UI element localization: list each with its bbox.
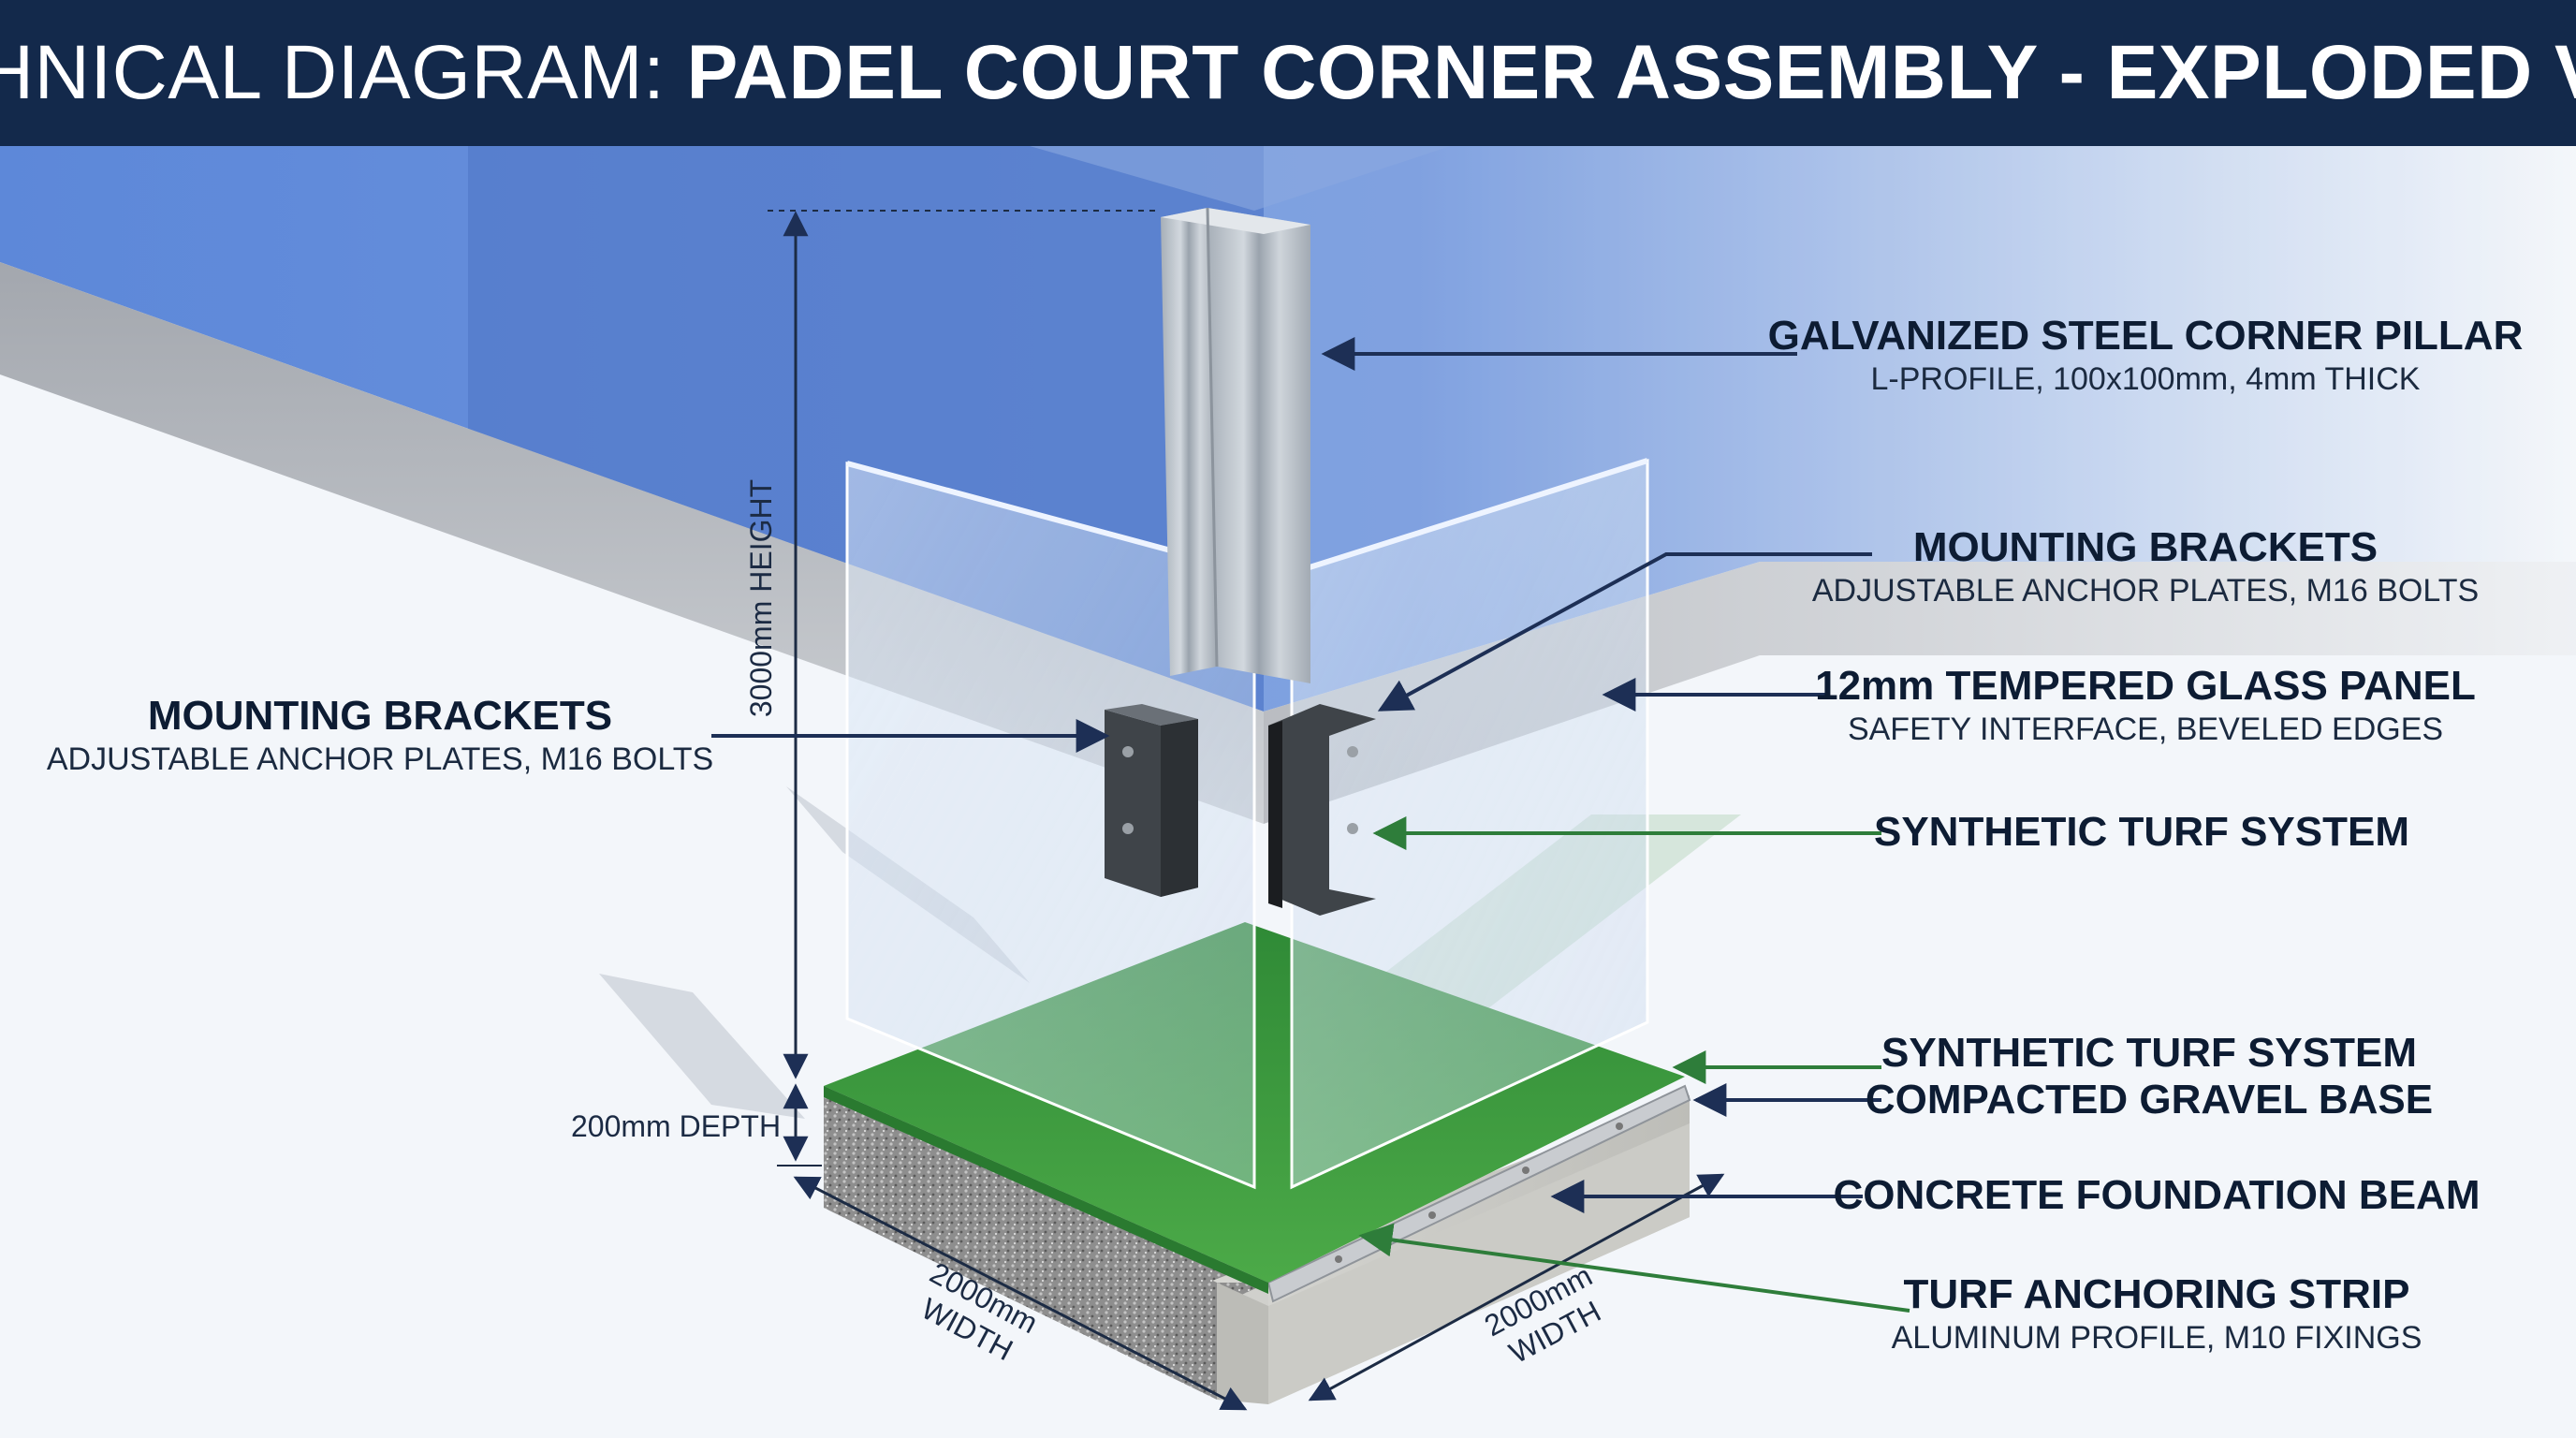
dim-height-label: 3000mm HEIGHT [744, 478, 778, 718]
callout-detail: ALUMINUM PROFILE, M10 FIXINGS [1891, 1320, 2422, 1356]
page-title: TECHNICAL DIAGRAM: PADEL COURT CORNER AS… [0, 29, 2576, 117]
dim-depth-label: 200mm DEPTH [571, 1109, 782, 1143]
callout-mounting-brackets-right: MOUNTING BRACKETS ADJUSTABLE ANCHOR PLAT… [1812, 524, 2479, 610]
callout-heading: COMPACTED GRAVEL BASE [1865, 1077, 2434, 1123]
callout-mounting-brackets-left: MOUNTING BRACKETS ADJUSTABLE ANCHOR PLAT… [47, 693, 713, 779]
callout-detail: ADJUSTABLE ANCHOR PLATES, M16 BOLTS [46, 741, 714, 777]
callout-heading: TURF ANCHORING STRIP [1903, 1271, 2410, 1317]
leader-lines [711, 337, 1910, 1313]
callout-heading: MOUNTING BRACKETS [1912, 524, 2378, 570]
callout-heading: SYNTHETIC TURF SYSTEM [1873, 809, 2410, 855]
callout-turf-system-upper: SYNTHETIC TURF SYSTEM [1874, 809, 2409, 856]
steel-corner-pillar [1161, 207, 1310, 683]
callout-anchoring-strip: TURF ANCHORING STRIP ALUMINUM PROFILE, M… [1892, 1271, 2422, 1357]
callout-detail: SAFETY INTERFACE, BEVELED EDGES [1847, 712, 2444, 747]
callout-heading: GALVANIZED STEEL CORNER PILLAR [1767, 313, 2524, 359]
callout-gravel-base: COMPACTED GRAVEL BASE [1866, 1077, 2433, 1123]
callout-detail: ADJUSTABLE ANCHOR PLATES, M16 BOLTS [1811, 573, 2480, 609]
callout-heading: SYNTHETIC TURF SYSTEM [1881, 1030, 2418, 1076]
callout-detail: L-PROFILE, 100x100mm, 4mm THICK [1870, 361, 2421, 397]
callout-turf-system: SYNTHETIC TURF SYSTEM [1881, 1030, 2417, 1077]
title-main: PADEL COURT CORNER ASSEMBLY - EXPLODED V… [686, 30, 2576, 115]
title-prefix: TECHNICAL DIAGRAM: [0, 30, 666, 115]
tempered-glass-panels [845, 458, 1649, 1190]
callout-heading: CONCRETE FOUNDATION BEAM [1833, 1172, 2481, 1218]
callout-heading: 12mm TEMPERED GLASS PANEL [1815, 663, 2476, 709]
dimension-lines [768, 210, 1725, 1411]
callout-heading: MOUNTING BRACKETS [147, 693, 613, 739]
callout-corner-pillar: GALVANIZED STEEL CORNER PILLAR L-PROFILE… [1768, 313, 2524, 399]
callout-glass-panel: 12mm TEMPERED GLASS PANEL SAFETY INTERFA… [1815, 663, 2476, 749]
callout-concrete-beam: CONCRETE FOUNDATION BEAM [1834, 1172, 2481, 1219]
title-bar: TECHNICAL DIAGRAM: PADEL COURT CORNER AS… [0, 0, 2576, 146]
mounting-brackets [1105, 704, 1376, 916]
